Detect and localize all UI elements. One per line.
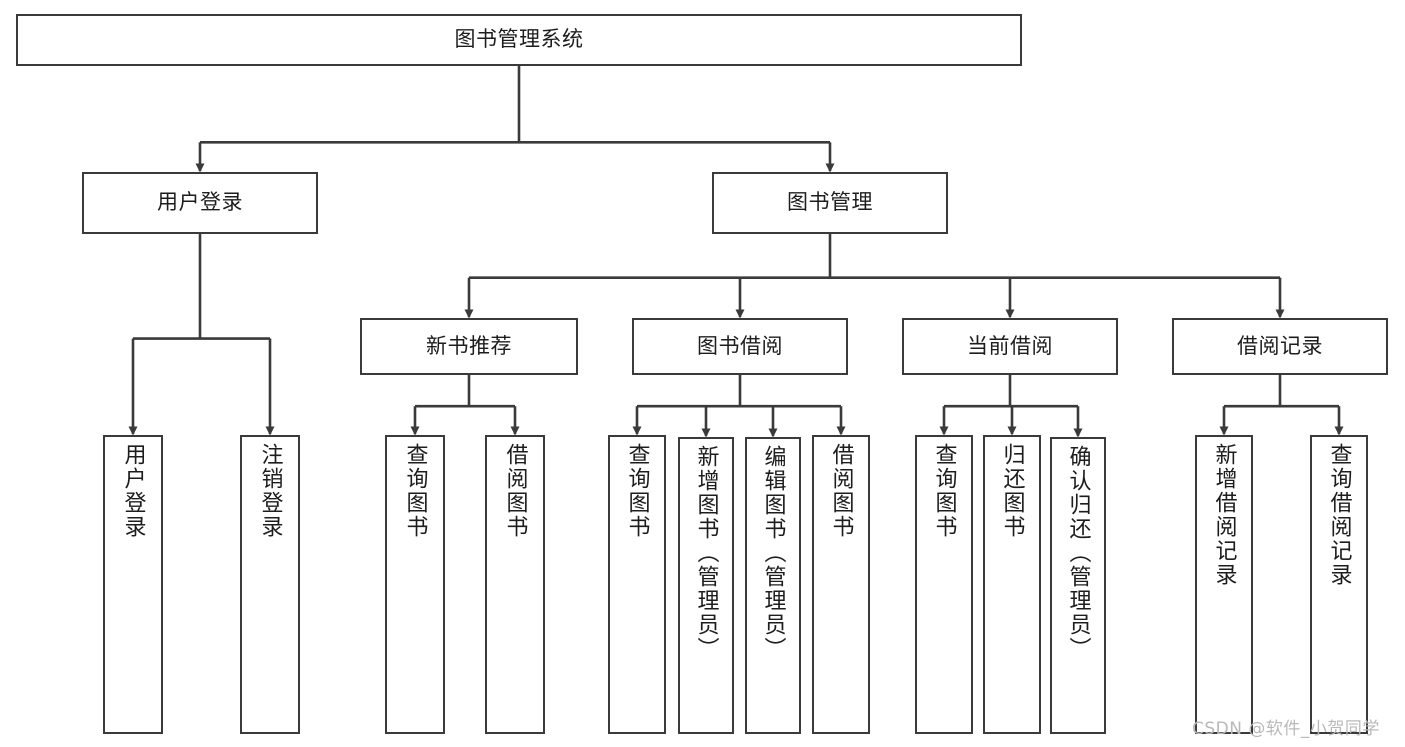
node-leaf-borrow-book-2-label: 借阅图书 [828, 443, 854, 539]
node-leaf-user-login[interactable]: 用户登录 [103, 435, 163, 734]
node-leaf-query-record[interactable]: 查询借阅记录 [1310, 435, 1368, 734]
node-leaf-add-record-label: 新增借阅记录 [1211, 443, 1237, 587]
node-root[interactable]: 图书管理系统 [16, 14, 1022, 66]
node-new-book-recommend-label: 新书推荐 [426, 333, 512, 358]
node-leaf-borrow-book-2[interactable]: 借阅图书 [812, 435, 870, 734]
node-leaf-user-login-label: 用户登录 [120, 443, 146, 539]
node-user-login-label: 用户登录 [157, 190, 243, 215]
node-book-borrow-label: 图书借阅 [697, 333, 783, 358]
node-leaf-confirm-return[interactable]: 确认归还（管理员） [1050, 437, 1106, 734]
node-leaf-return-book[interactable]: 归还图书 [983, 435, 1041, 734]
node-book-manage[interactable]: 图书管理 [712, 172, 948, 234]
node-current-borrow-label: 当前借阅 [967, 333, 1053, 358]
node-new-book-recommend[interactable]: 新书推荐 [360, 318, 578, 375]
node-leaf-query-book-3-label: 查询图书 [931, 443, 957, 539]
node-borrow-record[interactable]: 借阅记录 [1172, 318, 1388, 375]
node-leaf-borrow-book-1-label: 借阅图书 [502, 443, 528, 539]
node-leaf-return-book-label: 归还图书 [999, 443, 1025, 539]
node-leaf-borrow-book-1[interactable]: 借阅图书 [485, 435, 545, 734]
node-current-borrow[interactable]: 当前借阅 [902, 318, 1118, 375]
node-leaf-query-book-2[interactable]: 查询图书 [608, 435, 666, 734]
node-leaf-query-book-3[interactable]: 查询图书 [915, 435, 973, 734]
node-leaf-add-book[interactable]: 新增图书（管理员） [678, 437, 734, 734]
node-leaf-edit-book-label: 编辑图书（管理员） [760, 445, 786, 661]
node-leaf-query-book-1[interactable]: 查询图书 [385, 435, 445, 734]
node-leaf-query-book-1-label: 查询图书 [402, 443, 428, 539]
node-leaf-query-record-label: 查询借阅记录 [1326, 443, 1352, 587]
node-book-borrow[interactable]: 图书借阅 [632, 318, 848, 375]
node-root-label: 图书管理系统 [454, 27, 584, 52]
node-leaf-query-book-2-label: 查询图书 [624, 443, 650, 539]
node-leaf-edit-book[interactable]: 编辑图书（管理员） [745, 437, 801, 734]
node-leaf-logout-label: 注销登录 [257, 443, 283, 539]
node-book-manage-label: 图书管理 [787, 190, 873, 215]
node-user-login[interactable]: 用户登录 [82, 172, 318, 234]
node-leaf-logout[interactable]: 注销登录 [240, 435, 300, 734]
node-leaf-add-record[interactable]: 新增借阅记录 [1195, 435, 1253, 734]
node-leaf-confirm-return-label: 确认归还（管理员） [1065, 445, 1091, 661]
node-borrow-record-label: 借阅记录 [1237, 333, 1323, 358]
node-leaf-add-book-label: 新增图书（管理员） [693, 445, 719, 661]
